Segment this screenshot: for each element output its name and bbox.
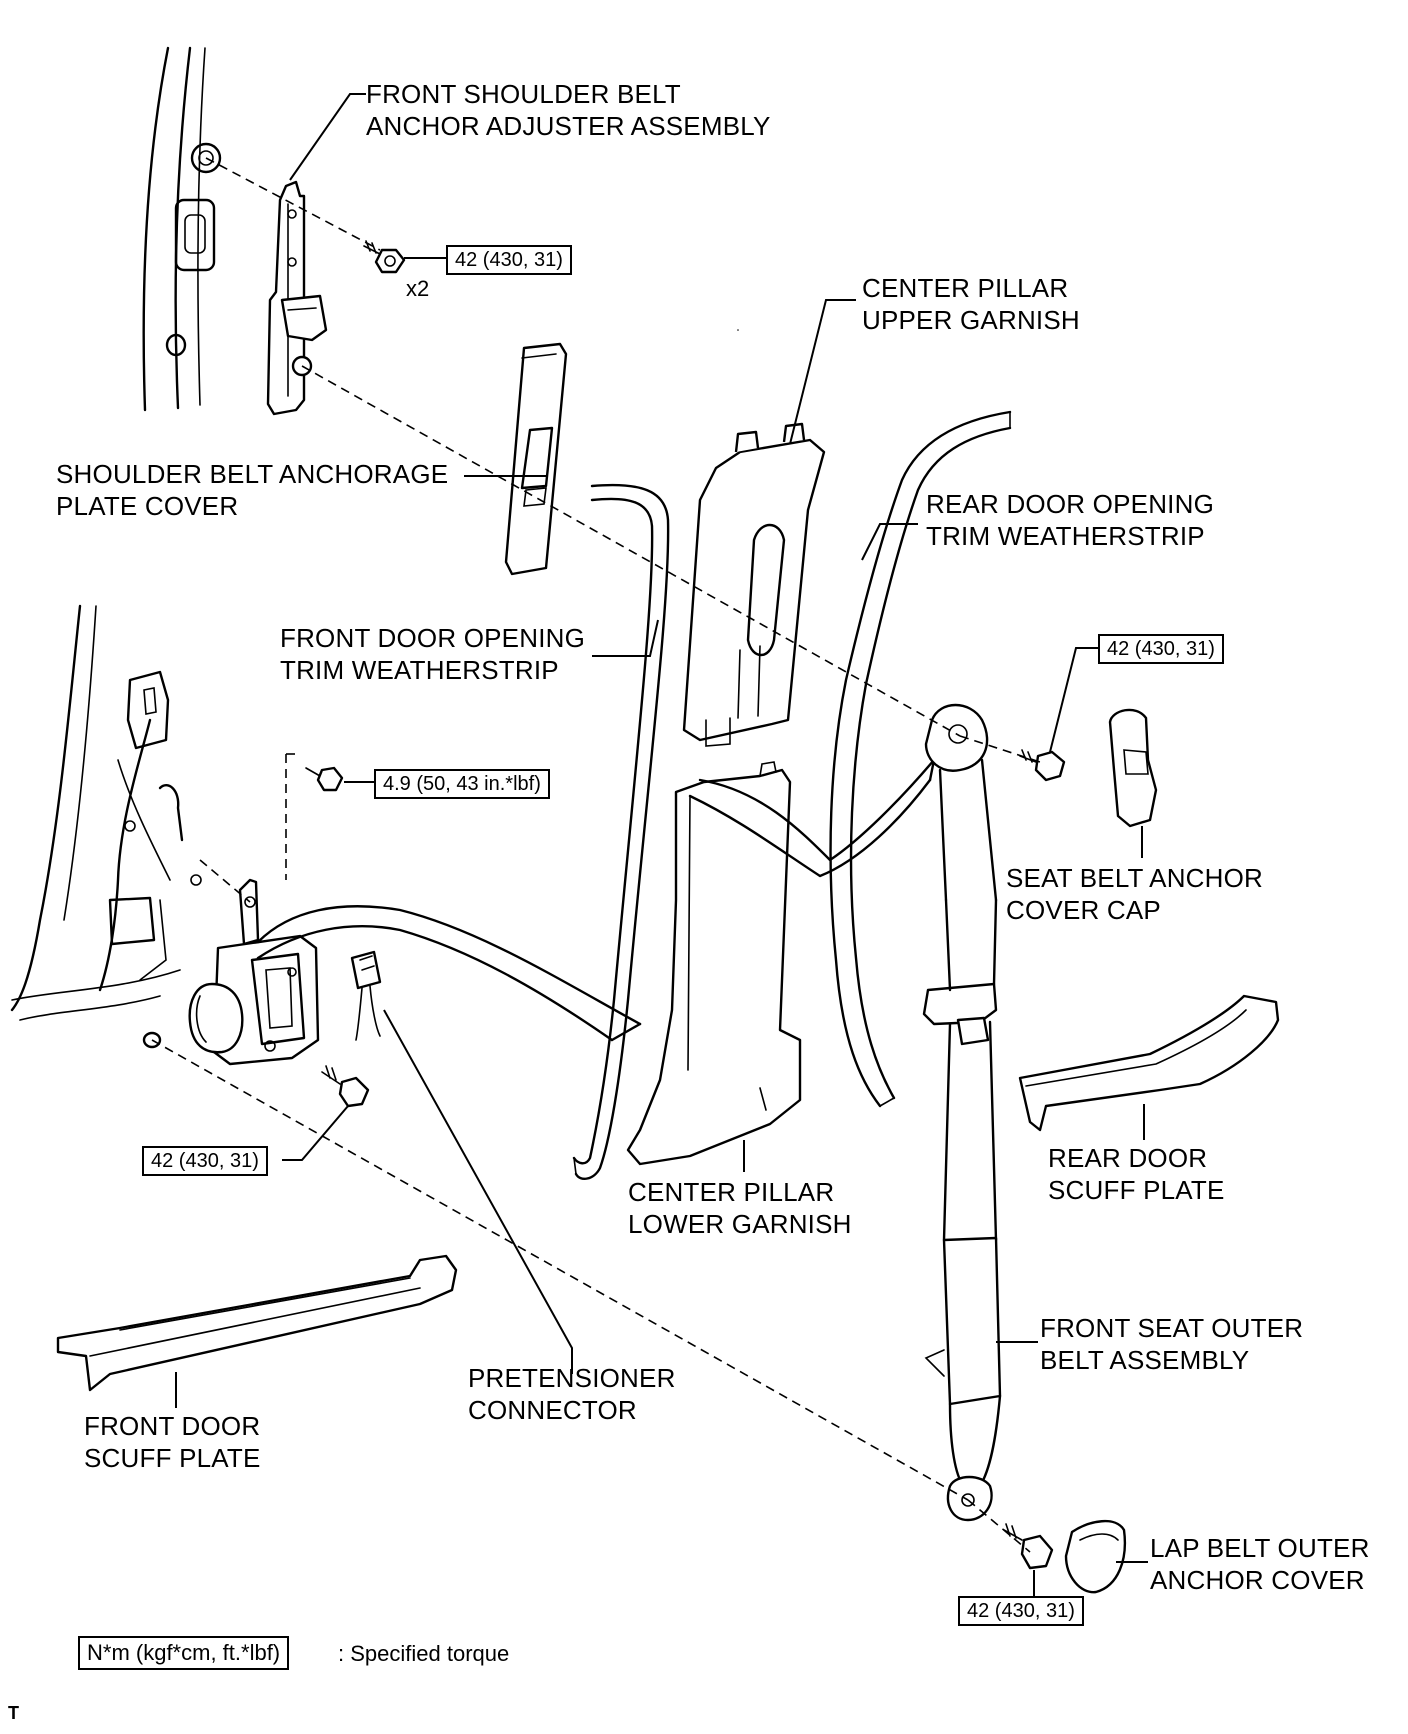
installation-lines (151, 157, 1041, 1553)
lap-anchor-bolt (1003, 1523, 1054, 1570)
front-door-opening-trim-weatherstrip-label: FRONT DOOR OPENING TRIM WEATHERSTRIP (280, 623, 586, 685)
shoulder-belt-anchorage-plate-cover-label: SHOULDER BELT ANCHORAGE PLATE COVER (56, 459, 449, 521)
front-door-scuff-plate-label: FRONT DOOR SCUFF PLATE (84, 1411, 261, 1473)
shoulder-adjuster-bolt (363, 240, 406, 274)
center-pillar-lower-garnish-label: CENTER PILLAR LOWER GARNISH (628, 1177, 852, 1239)
quantity-note: x2 (406, 276, 430, 301)
torque-shoulder-adjuster-bolt: 42 (430, 31) (446, 245, 572, 275)
corner-mark: T (8, 1703, 19, 1723)
center-pillar-lower-garnish (626, 761, 802, 1166)
legend-torque-units: N*m (kgf*cm, ft.*lbf) (78, 1636, 290, 1670)
front-shoulder-belt-anchor-adjuster (266, 180, 328, 416)
lap-belt-outer-anchor-cover (1064, 1519, 1127, 1594)
seat-belt-anchor-cover-cap (1108, 708, 1158, 828)
rear-door-opening-trim-weatherstrip-label: REAR DOOR OPENING TRIM WEATHERSTRIP (926, 489, 1214, 551)
torque-shoulder-anchor-bolt: 42 (430, 31) (1098, 634, 1224, 664)
torque-lap-anchor-bolt: 42 (430, 31) (958, 1596, 1084, 1626)
lower-body-pillar (10, 604, 202, 1021)
torque-retractor-lower-bolt: 42 (430, 31) (142, 1146, 268, 1176)
lap-belt-outer-anchor-cover-label: LAP BELT OUTER ANCHOR COVER (1150, 1533, 1370, 1595)
torque-retractor-upper-bolt: 4.9 (50, 43 in.*lbf) (374, 769, 550, 799)
retractor-upper-bolt (305, 766, 344, 792)
front-seat-outer-belt (922, 703, 1002, 1522)
front-door-opening-trim-weatherstrip (572, 483, 670, 1180)
shoulder-belt-anchorage-plate-cover (504, 342, 568, 576)
front-seat-outer-belt-assembly-label: FRONT SEAT OUTER BELT ASSEMBLY (1040, 1313, 1304, 1375)
rear-door-scuff-plate-label: REAR DOOR SCUFF PLATE (1048, 1143, 1225, 1205)
leader-lines (175, 93, 1148, 1596)
front-shoulder-belt-anchor-adjuster-label: FRONT SHOULDER BELT ANCHOR ADJUSTER ASSE… (366, 79, 771, 141)
rear-door-scuff-plate (1018, 994, 1280, 1132)
pretensioner-connector-label: PRETENSIONER CONNECTOR (468, 1363, 676, 1425)
retractor-lower-bolt (321, 1065, 370, 1108)
center-pillar-upper-garnish-label: CENTER PILLAR UPPER GARNISH (862, 273, 1080, 335)
belt-webbing (256, 758, 936, 1042)
seat-belt-anchor-cover-cap-label: SEAT BELT ANCHOR COVER CAP (1006, 863, 1264, 925)
front-door-scuff-plate (56, 1254, 458, 1392)
center-pillar-upper-garnish (682, 329, 826, 747)
shoulder-anchor-bolt (1019, 749, 1066, 782)
upper-body-pillar (142, 46, 222, 412)
rear-door-opening-trim-weatherstrip (829, 410, 1012, 1108)
lower-screw-hole (142, 1031, 162, 1049)
belt-retractor (188, 878, 320, 1066)
pretensioner-connector-part (350, 950, 382, 1041)
legend-description: : Specified torque (338, 1641, 510, 1666)
